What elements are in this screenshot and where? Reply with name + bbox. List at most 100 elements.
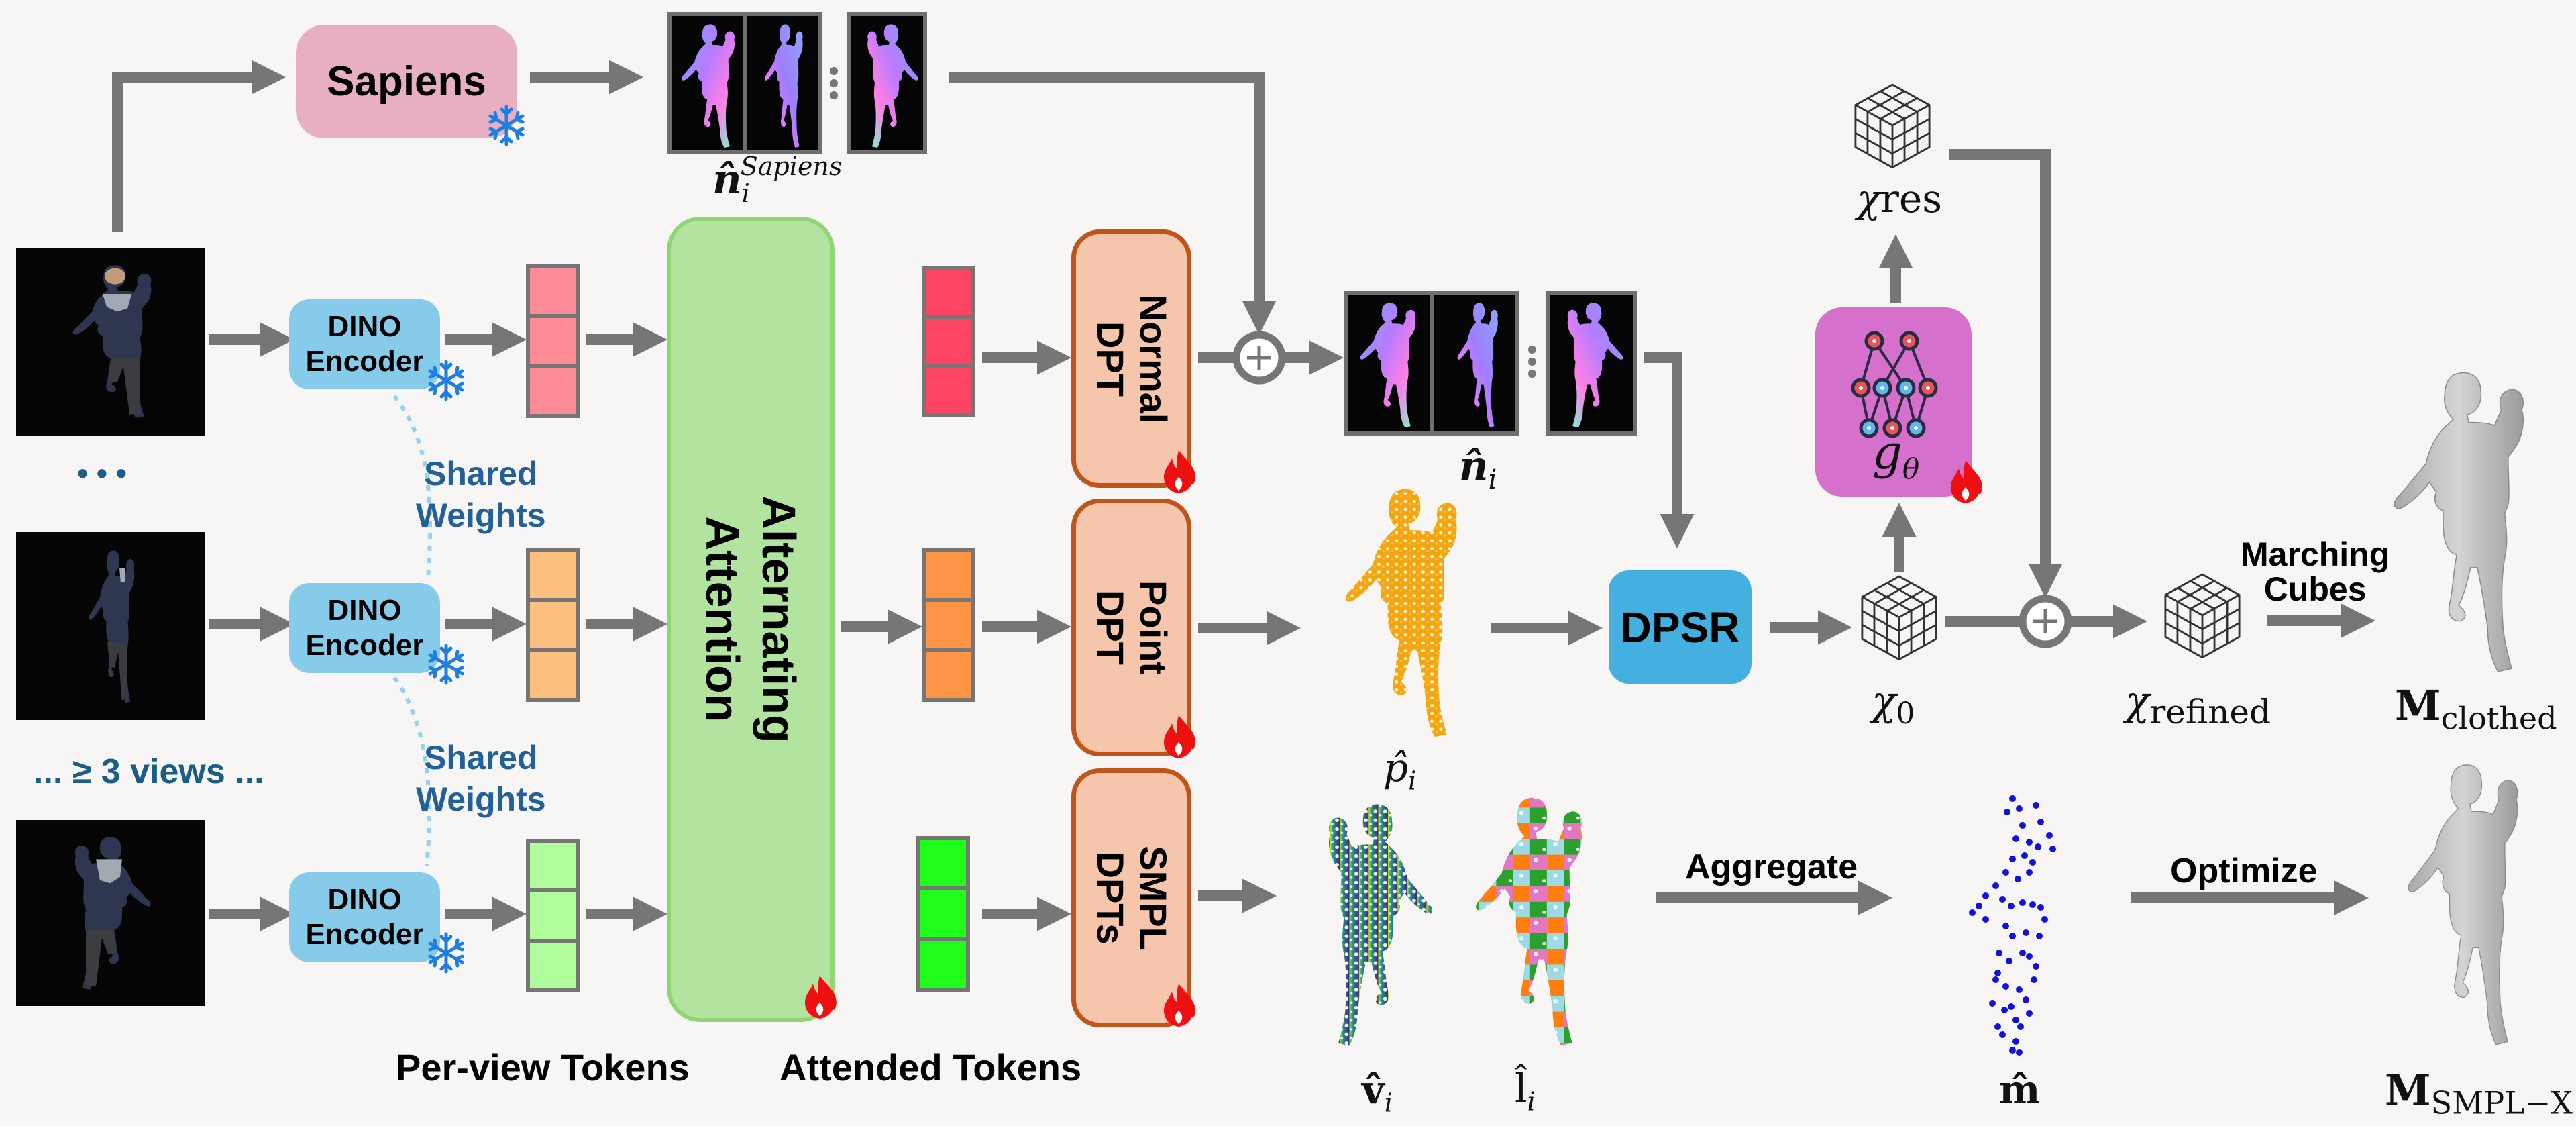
marker-point [2026,1010,2033,1017]
marker-point [2033,963,2039,970]
attended-tokens-label: Attended Tokens [780,1046,1082,1088]
token-cell [920,941,966,988]
token-cell [530,652,576,698]
normal-figure-back [1567,303,1623,428]
normal-figure-back [867,24,918,148]
more-views-dots [830,67,838,103]
marker-point [2023,996,2029,1003]
input-view-3 [16,820,205,1006]
marker-point [2004,809,2010,815]
dino-encoder-label: DINO [327,594,402,627]
marker-point [2049,846,2056,852]
predicted-normal-maps [1344,291,1519,436]
g-theta-label: gθ [1872,425,1920,485]
predicted-normal-front [1348,295,1430,431]
aggregated-markers [1969,795,2056,1056]
attended-tokens-3 [916,836,970,992]
attended-tokens-2 [922,548,975,702]
marker-point [2031,976,2037,983]
marker-point [2008,903,2015,909]
normal-dpt-label: Normal DPT [1089,294,1175,423]
snowflake-icon [446,664,447,665]
attended-tokens-1 [922,266,975,417]
sapiens-normals-label: n̂iSapiens [712,152,843,208]
snowflake-icon [506,125,507,126]
chirefined-grid-icon [2164,573,2241,659]
views-ellipsis: • • • [77,456,127,491]
person-photo-back [74,837,151,990]
marker-point [2029,901,2036,908]
marker-point [1989,1000,1996,1007]
token-cell [926,602,971,648]
token-cell [530,368,576,414]
views-count-label: ... ≥ 3 views ... [34,752,264,791]
marker-point [2041,916,2048,923]
predicted-vertices-label: v̂i [1362,1067,1393,1118]
marker-point [2046,832,2053,839]
shared-weights-label-2: Shared Weights [416,739,546,818]
predicted-vertex-field [1329,804,1433,1046]
marker-point [2015,876,2021,882]
predicted-point-cloud [1346,489,1457,737]
predicted-points-label: p̂i [1383,745,1417,796]
input-view-1 [16,248,205,436]
alternating-attention-label: Alternating Attention [696,495,805,744]
chi0-grid-icon [1861,575,1937,661]
shared-weights-link-2 [392,676,431,866]
input-view-2 [16,532,205,720]
marker-point [2016,1049,2023,1056]
shared-weights-label-1: Shared Weights [416,455,546,534]
marker-point [2001,1007,2008,1013]
marker-point [1992,882,1999,889]
marker-point [2019,822,2026,829]
per-view-tokens-label: Per-view Tokens [396,1046,690,1088]
marker-point [2016,986,2023,993]
smpl-dpts-block: SMPL DPTs [1071,768,1191,1027]
fuse-normals-icon [1236,335,1282,380]
dpsr-block: DPSR [1609,570,1752,684]
token-cell [920,840,966,887]
chirefined-label: χrefined [2125,678,2271,731]
normal-figure-front [682,24,735,148]
person-photo-front [72,265,152,418]
marker-point [2002,923,2009,929]
sapiens-normal-front [672,16,743,150]
marker-point [2012,1038,2019,1045]
per-view-tokens-3 [526,839,580,992]
marker-point [2012,1017,2019,1023]
sapiens-label: Sapiens [327,58,486,105]
dino-encoder-label: Encoder [305,345,424,378]
dino-encoder-2: DINO Encoder [289,583,440,673]
chires-grid-icon [1854,83,1931,169]
neural-network-icon [1851,331,1938,438]
token-cell [530,552,576,599]
arrow-image-to-sapiens [112,60,286,232]
optimize-label: Optimize [2170,852,2318,890]
more-views-dots [1528,346,1536,382]
dino-encoder-label: Encoder [305,629,424,662]
marker-point [2002,983,2009,990]
token-cell [926,319,971,364]
sapiens-normal-side [743,16,818,150]
dino-encoder-label: Encoder [305,918,424,951]
token-cell [530,942,576,988]
marching-cubes-label: Marching Cubes [2241,535,2390,608]
person-photo-side [89,550,135,703]
sapiens-normal-maps [667,12,822,154]
smplx-mesh-label: MSMPL−X [2385,1066,2573,1121]
marker-point [1982,892,1989,899]
aggregate-label: Aggregate [1685,848,1858,886]
marker-point [2006,958,2012,964]
marker-point [1999,896,2006,903]
dpsr-label: DPSR [1620,603,1740,652]
marker-point [2008,1003,2015,1010]
marker-point [2033,802,2039,809]
marker-point [1999,1031,2006,1038]
predicted-normal-side [1430,295,1515,431]
token-cell [530,602,576,648]
smpl-dpts-label: SMPL DPTs [1089,846,1175,950]
marker-point [2037,819,2044,825]
token-cell [926,270,971,315]
marker-point [2009,856,2016,862]
